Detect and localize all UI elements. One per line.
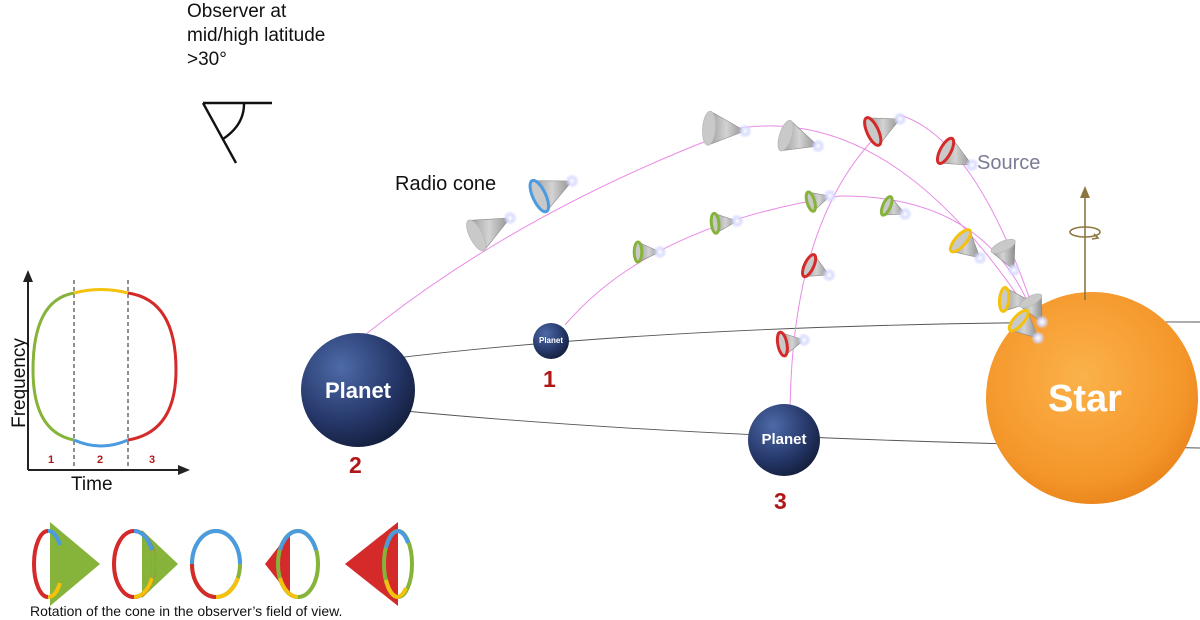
radio-cone-4 xyxy=(777,119,825,153)
radio-cone-2 xyxy=(528,174,579,214)
planet-1 xyxy=(533,323,569,359)
radio-cone-11 xyxy=(801,253,836,282)
radio-cone-12 xyxy=(775,330,811,358)
plot-segment-2: 2 xyxy=(97,454,104,466)
rotation-axis xyxy=(1069,186,1101,300)
observer-eye-icon xyxy=(201,101,272,164)
star xyxy=(986,292,1198,504)
planet-1-label: Planet xyxy=(538,336,563,345)
plot-curve-red xyxy=(127,291,178,442)
observer-line-2: mid/high latitude xyxy=(187,25,326,46)
observer-line-1: Observer at xyxy=(187,1,287,22)
cone-rotation-sequence xyxy=(32,522,414,606)
radio-cone-6 xyxy=(935,136,979,172)
frequency-time-plot xyxy=(23,270,190,475)
plot-y-label: Frequency xyxy=(9,338,30,428)
rotation-step-2 xyxy=(112,529,178,599)
rotation-caption: Rotation of the cone in the observer’s f… xyxy=(30,603,343,619)
plot-x-label: Time xyxy=(71,474,113,495)
observer-label: Observer at mid/high latitude >30° xyxy=(187,0,325,72)
planet-3-label: Planet xyxy=(761,431,807,448)
radio-cone-17 xyxy=(1007,308,1045,345)
radio-cone-14 xyxy=(990,238,1021,277)
source-label: Source xyxy=(977,152,1041,174)
radio-cone-7 xyxy=(632,240,667,264)
radio-cone-10 xyxy=(879,195,912,221)
rotation-step-5 xyxy=(345,522,414,606)
radio-cone-16 xyxy=(1019,293,1049,329)
radio-cone-9 xyxy=(804,189,837,213)
radio-cone-13 xyxy=(948,228,987,265)
radio-cone-3 xyxy=(702,110,752,146)
plot-segment-3: 3 xyxy=(149,454,156,466)
planet-2-label: Planet xyxy=(324,378,392,403)
rotation-step-1 xyxy=(32,522,100,606)
plot-curve-green xyxy=(31,291,75,442)
radio-cone-8 xyxy=(709,211,744,235)
star-label: Star xyxy=(1048,378,1122,420)
radio-cone-1 xyxy=(466,211,517,252)
radio-cones xyxy=(466,110,1049,358)
radio-cone-label: Radio cone xyxy=(395,173,497,195)
planet-2 xyxy=(301,333,415,447)
plot-curve-blue xyxy=(73,438,129,448)
planet-2-number: 2 xyxy=(349,452,362,478)
planet-3 xyxy=(748,404,820,476)
planet-1-number: 1 xyxy=(543,366,556,392)
rotation-step-3 xyxy=(190,529,242,600)
radio-cone-5 xyxy=(863,112,907,147)
planet-3-number: 3 xyxy=(774,488,787,514)
observer-line-3: >30° xyxy=(187,49,227,70)
plot-curve-yellow xyxy=(73,288,129,295)
rotation-step-4 xyxy=(265,528,320,599)
plot-segment-1: 1 xyxy=(48,454,55,466)
